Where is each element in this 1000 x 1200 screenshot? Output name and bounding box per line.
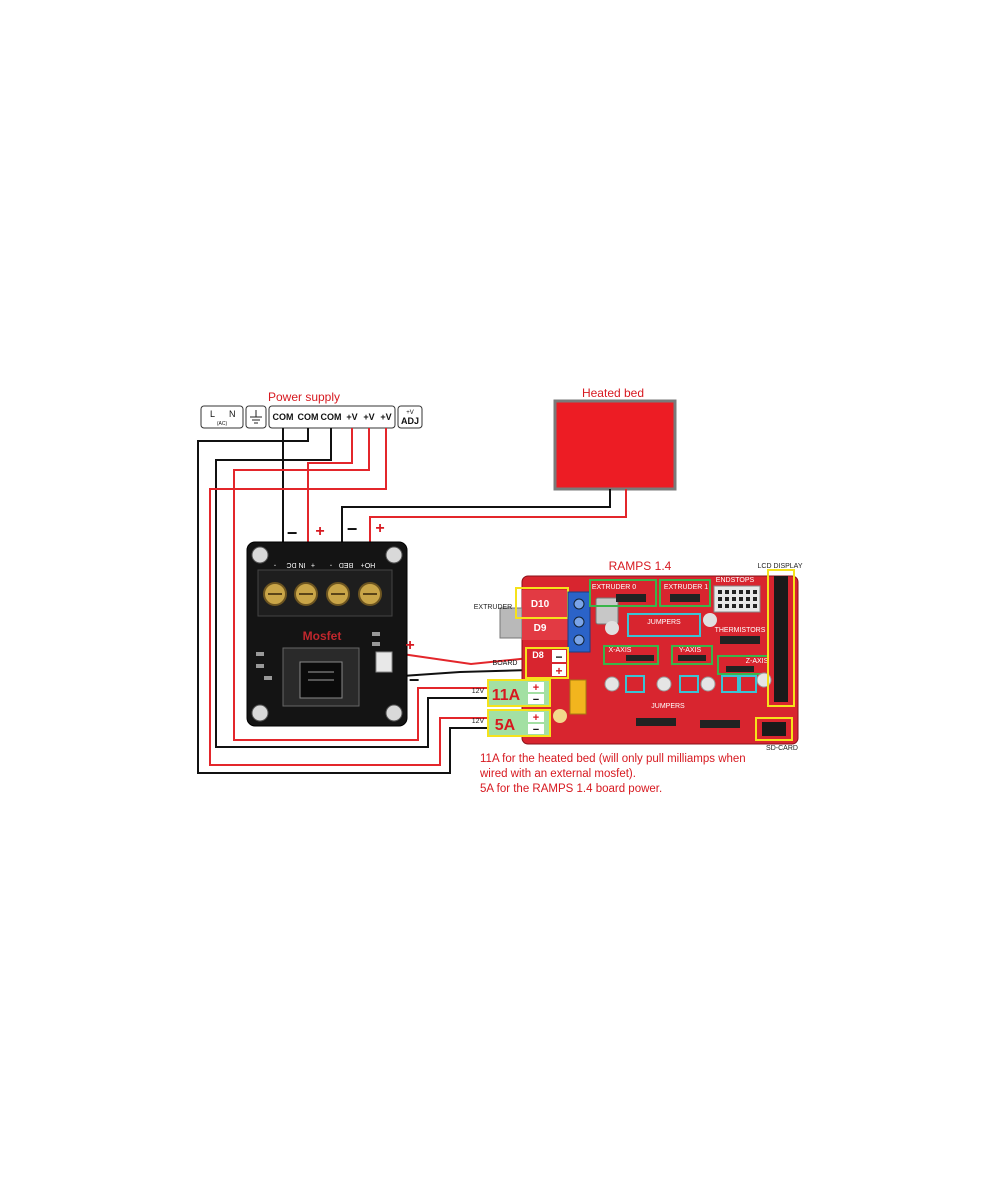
signal-plus-sign: + — [405, 637, 414, 654]
d8-highlight — [525, 647, 569, 679]
z-axis-label: Z-AXIS — [746, 658, 769, 665]
signal-minus-sign: − — [409, 670, 420, 690]
mounting-hole — [385, 704, 403, 722]
ramps-board: EXTRUDER D10 D9 D8 − + BOARD 11A + − 12V… — [472, 563, 803, 752]
terminal-com-1: COM — [273, 412, 294, 422]
ac-terminal-box — [200, 405, 244, 429]
wire-signal-plus — [401, 653, 531, 666]
mosfet-in-dc-silk: IN DC — [286, 561, 305, 568]
wire-v3-to-ramps-5a-plus — [209, 428, 488, 766]
y-axis-box — [671, 645, 713, 665]
mosfet-signal-connector — [375, 651, 393, 673]
wire-v1-to-mosfet-in-plus — [307, 428, 353, 558]
power-supply-terminal-strip: L N (AC) COM COM COM +V +V +V +V ADJ — [200, 405, 423, 429]
jumpers-top-label: JUMPERS — [647, 619, 681, 626]
mosfet-bed-plus-silk: HO+ — [361, 561, 376, 568]
mosfet-in-minus-silk: - — [273, 561, 276, 568]
wire-v2-to-ramps-11a-plus — [233, 428, 488, 741]
d10-d9-block — [522, 590, 568, 640]
extruder1-box — [659, 579, 711, 607]
extruder-label: EXTRUDER — [474, 604, 513, 611]
amp-11a-label: 11A — [492, 687, 521, 704]
extruder0-box — [589, 579, 657, 607]
ground-icon — [250, 410, 262, 424]
adj-terminal-box — [397, 405, 423, 429]
extruder-connector — [499, 607, 523, 639]
d10-label: D10 — [531, 599, 550, 610]
jumpers-top-box — [627, 613, 701, 637]
jumpers-bottom-label: JUMPERS — [651, 703, 685, 710]
note-line-2: wired with an external mosfet). — [480, 768, 636, 780]
mounting-hole — [251, 546, 269, 564]
wires — [197, 428, 627, 774]
wire-com3-to-ramps-11a-minus — [215, 428, 488, 748]
board-label: BOARD — [493, 660, 518, 667]
heated-bed — [553, 399, 677, 491]
v12b-label: 12V — [472, 718, 485, 725]
p5-plus-sign: + — [533, 712, 539, 724]
mosfet-in-plus-silk: + — [311, 561, 315, 568]
x-axis-label: X-AXIS — [609, 647, 632, 654]
p11-plus-sign: + — [533, 682, 539, 694]
sd-card-label: SD-CARD — [766, 745, 798, 752]
wire-bed-plus — [369, 489, 627, 558]
power-supply-title: Power supply — [268, 390, 340, 404]
lcd-display-highlight — [767, 569, 795, 707]
terminal-v-3: +V — [380, 412, 391, 422]
extruder1-label: EXTRUDER 1 — [664, 584, 708, 591]
mosfet-in-minus-sign: − — [287, 523, 298, 543]
p11-minus-sign: − — [533, 694, 539, 706]
terminal-ac-label: (AC) — [217, 421, 228, 427]
power-note: 11A for the heated bed (will only pull m… — [480, 752, 800, 797]
thermistors-label: THERMISTORS — [715, 627, 766, 634]
terminal-v-2: +V — [363, 412, 374, 422]
terminal-adj-label: ADJ — [401, 416, 419, 426]
terminal-v-1: +V — [346, 412, 357, 422]
mosfet-bed-plus-sign: + — [375, 520, 384, 537]
mosfet-label: Mosfet — [303, 629, 342, 643]
ramps-title: RAMPS 1.4 — [609, 559, 672, 573]
d8-plus-sign: + — [555, 664, 562, 678]
terminal-l-label: L — [210, 409, 215, 419]
mounting-hole — [251, 704, 269, 722]
y-axis-label: Y-AXIS — [679, 647, 702, 654]
d8-minus-sign: − — [555, 650, 562, 664]
terminal-com-3: COM — [321, 412, 342, 422]
mounting-hole — [385, 546, 403, 564]
wire-com2-to-ramps-5a-minus — [197, 428, 488, 774]
endstops-label: ENDSTOPS — [716, 577, 755, 584]
mosfet-board: - IN DC + - BED HO+ Mosfet — [246, 541, 408, 727]
extruder0-label: EXTRUDER 0 — [592, 584, 636, 591]
d9-label: D9 — [534, 623, 547, 634]
mosfet-bed-minus-sign: − — [347, 519, 358, 539]
screw-terminals — [263, 582, 382, 606]
mosfet-bed-minus-silk: - — [329, 561, 332, 568]
heated-bed-title: Heated bed — [582, 386, 644, 400]
d8-label: D8 — [532, 650, 544, 660]
mosfet-bed-silk: BED — [339, 561, 353, 568]
note-line-1: 11A for the heated bed (will only pull m… — [480, 753, 746, 765]
note-line-3: 5A for the RAMPS 1.4 board power. — [480, 783, 663, 795]
terminal-adj-top: +V — [406, 410, 414, 416]
p5-minus-sign: − — [533, 724, 539, 736]
wire-bed-minus — [341, 489, 611, 558]
amp-5a-label: 5A — [495, 717, 516, 734]
wire-signal-minus — [401, 669, 531, 677]
x-axis-box — [603, 645, 659, 665]
v12a-label: 12V — [472, 688, 485, 695]
ramps-pcb — [521, 575, 799, 745]
terminal-n-label: N — [229, 409, 236, 419]
lcd-display-label: LCD DISPLAY — [758, 563, 803, 570]
mosfet-in-plus-sign: + — [315, 523, 324, 540]
sd-card-highlight — [755, 717, 793, 741]
terminal-com-2: COM — [298, 412, 319, 422]
